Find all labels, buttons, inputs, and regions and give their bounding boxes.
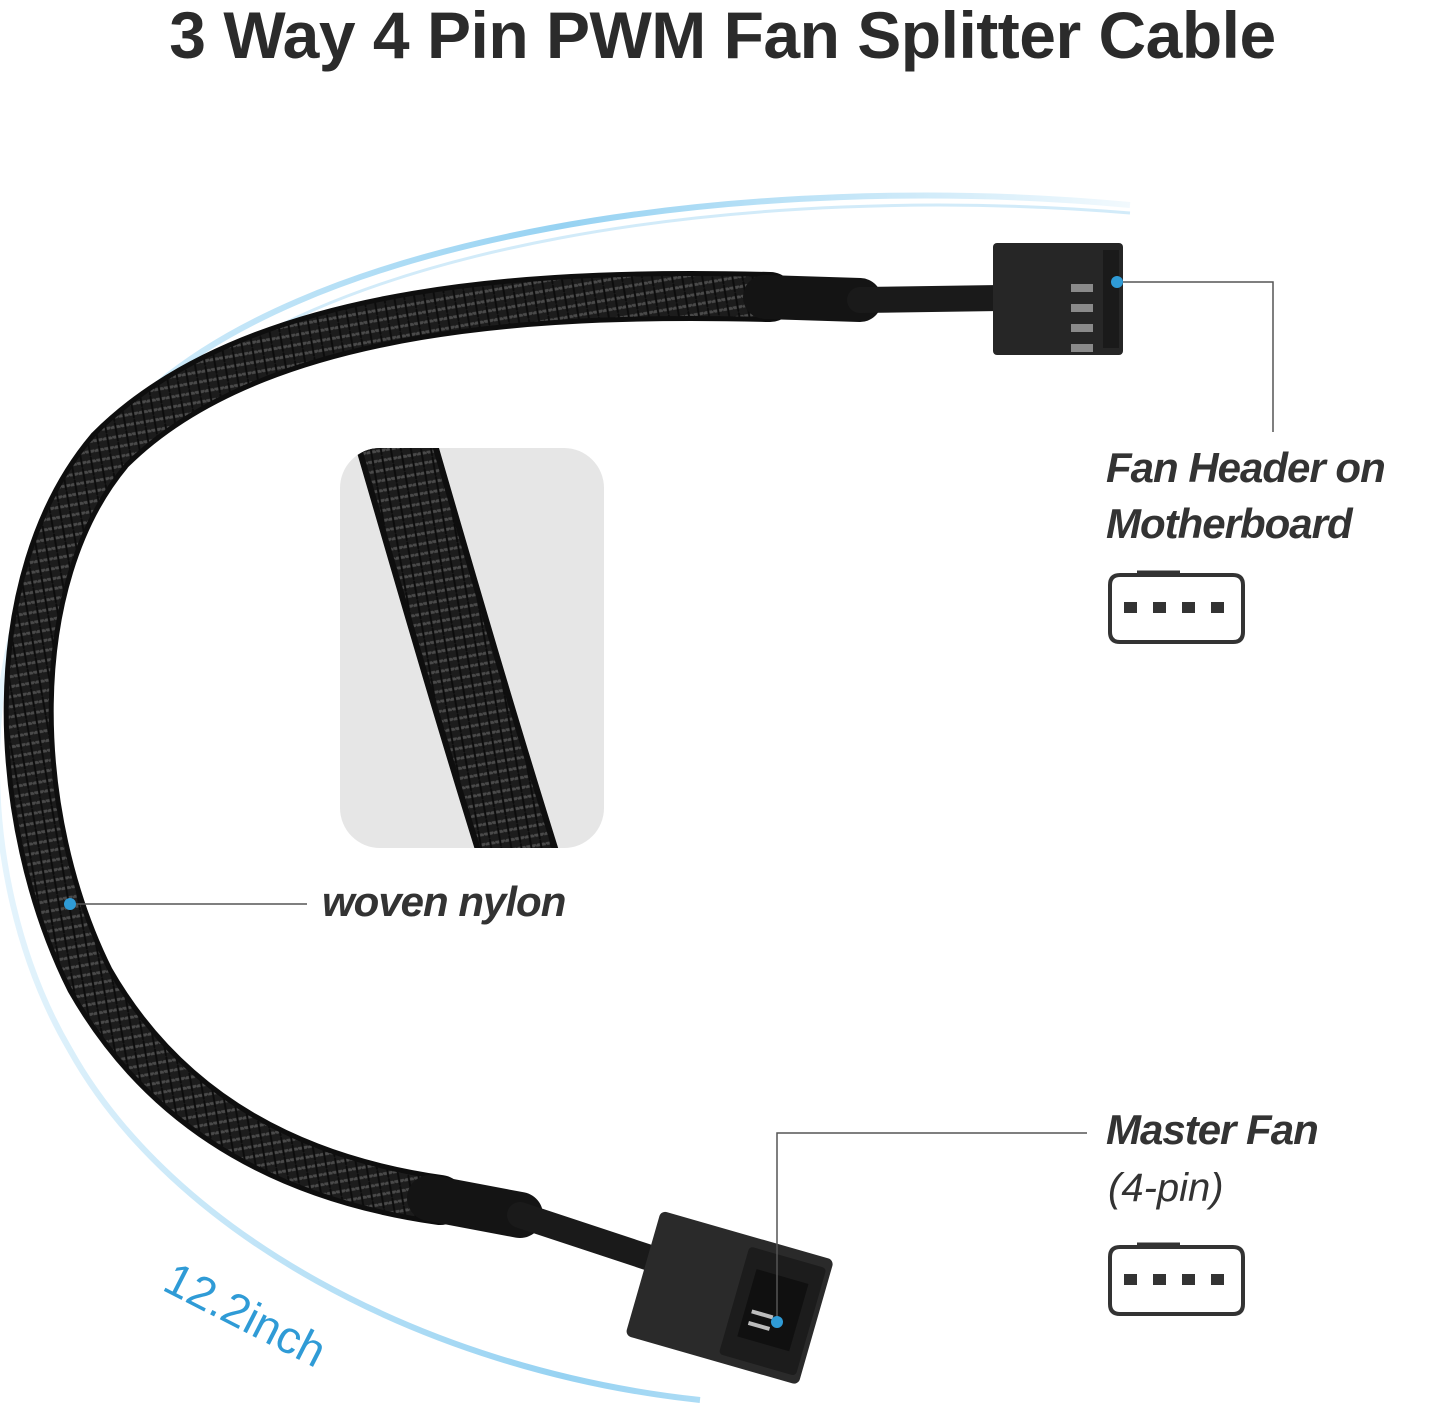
braided-cable (3, 270, 795, 1225)
4-pin-connector-icon (1108, 1242, 1245, 1316)
fan-header-label: Fan Header on (1106, 444, 1386, 491)
master-fan-marker (771, 1316, 783, 1328)
bottom-connector (626, 1211, 833, 1384)
motherboard-label: Motherboard (1106, 500, 1353, 547)
pin-count-label: (4-pin) (1108, 1166, 1224, 1210)
woven-nylon-closeup (340, 448, 604, 848)
master-fan-label: Master Fan (1106, 1106, 1319, 1153)
heat-shrink-top (743, 275, 1013, 322)
leader-lines (70, 281, 1274, 1322)
heat-shrink-bottom (407, 1175, 663, 1271)
woven-nylon-label: woven nylon (322, 878, 566, 925)
woven-nylon-marker (64, 898, 76, 910)
top-connector (993, 243, 1123, 355)
4-pin-connector-icon (1108, 570, 1245, 644)
fan-header-marker (1111, 276, 1123, 288)
page-title: 3 Way 4 Pin PWM Fan Splitter Cable (169, 0, 1276, 72)
